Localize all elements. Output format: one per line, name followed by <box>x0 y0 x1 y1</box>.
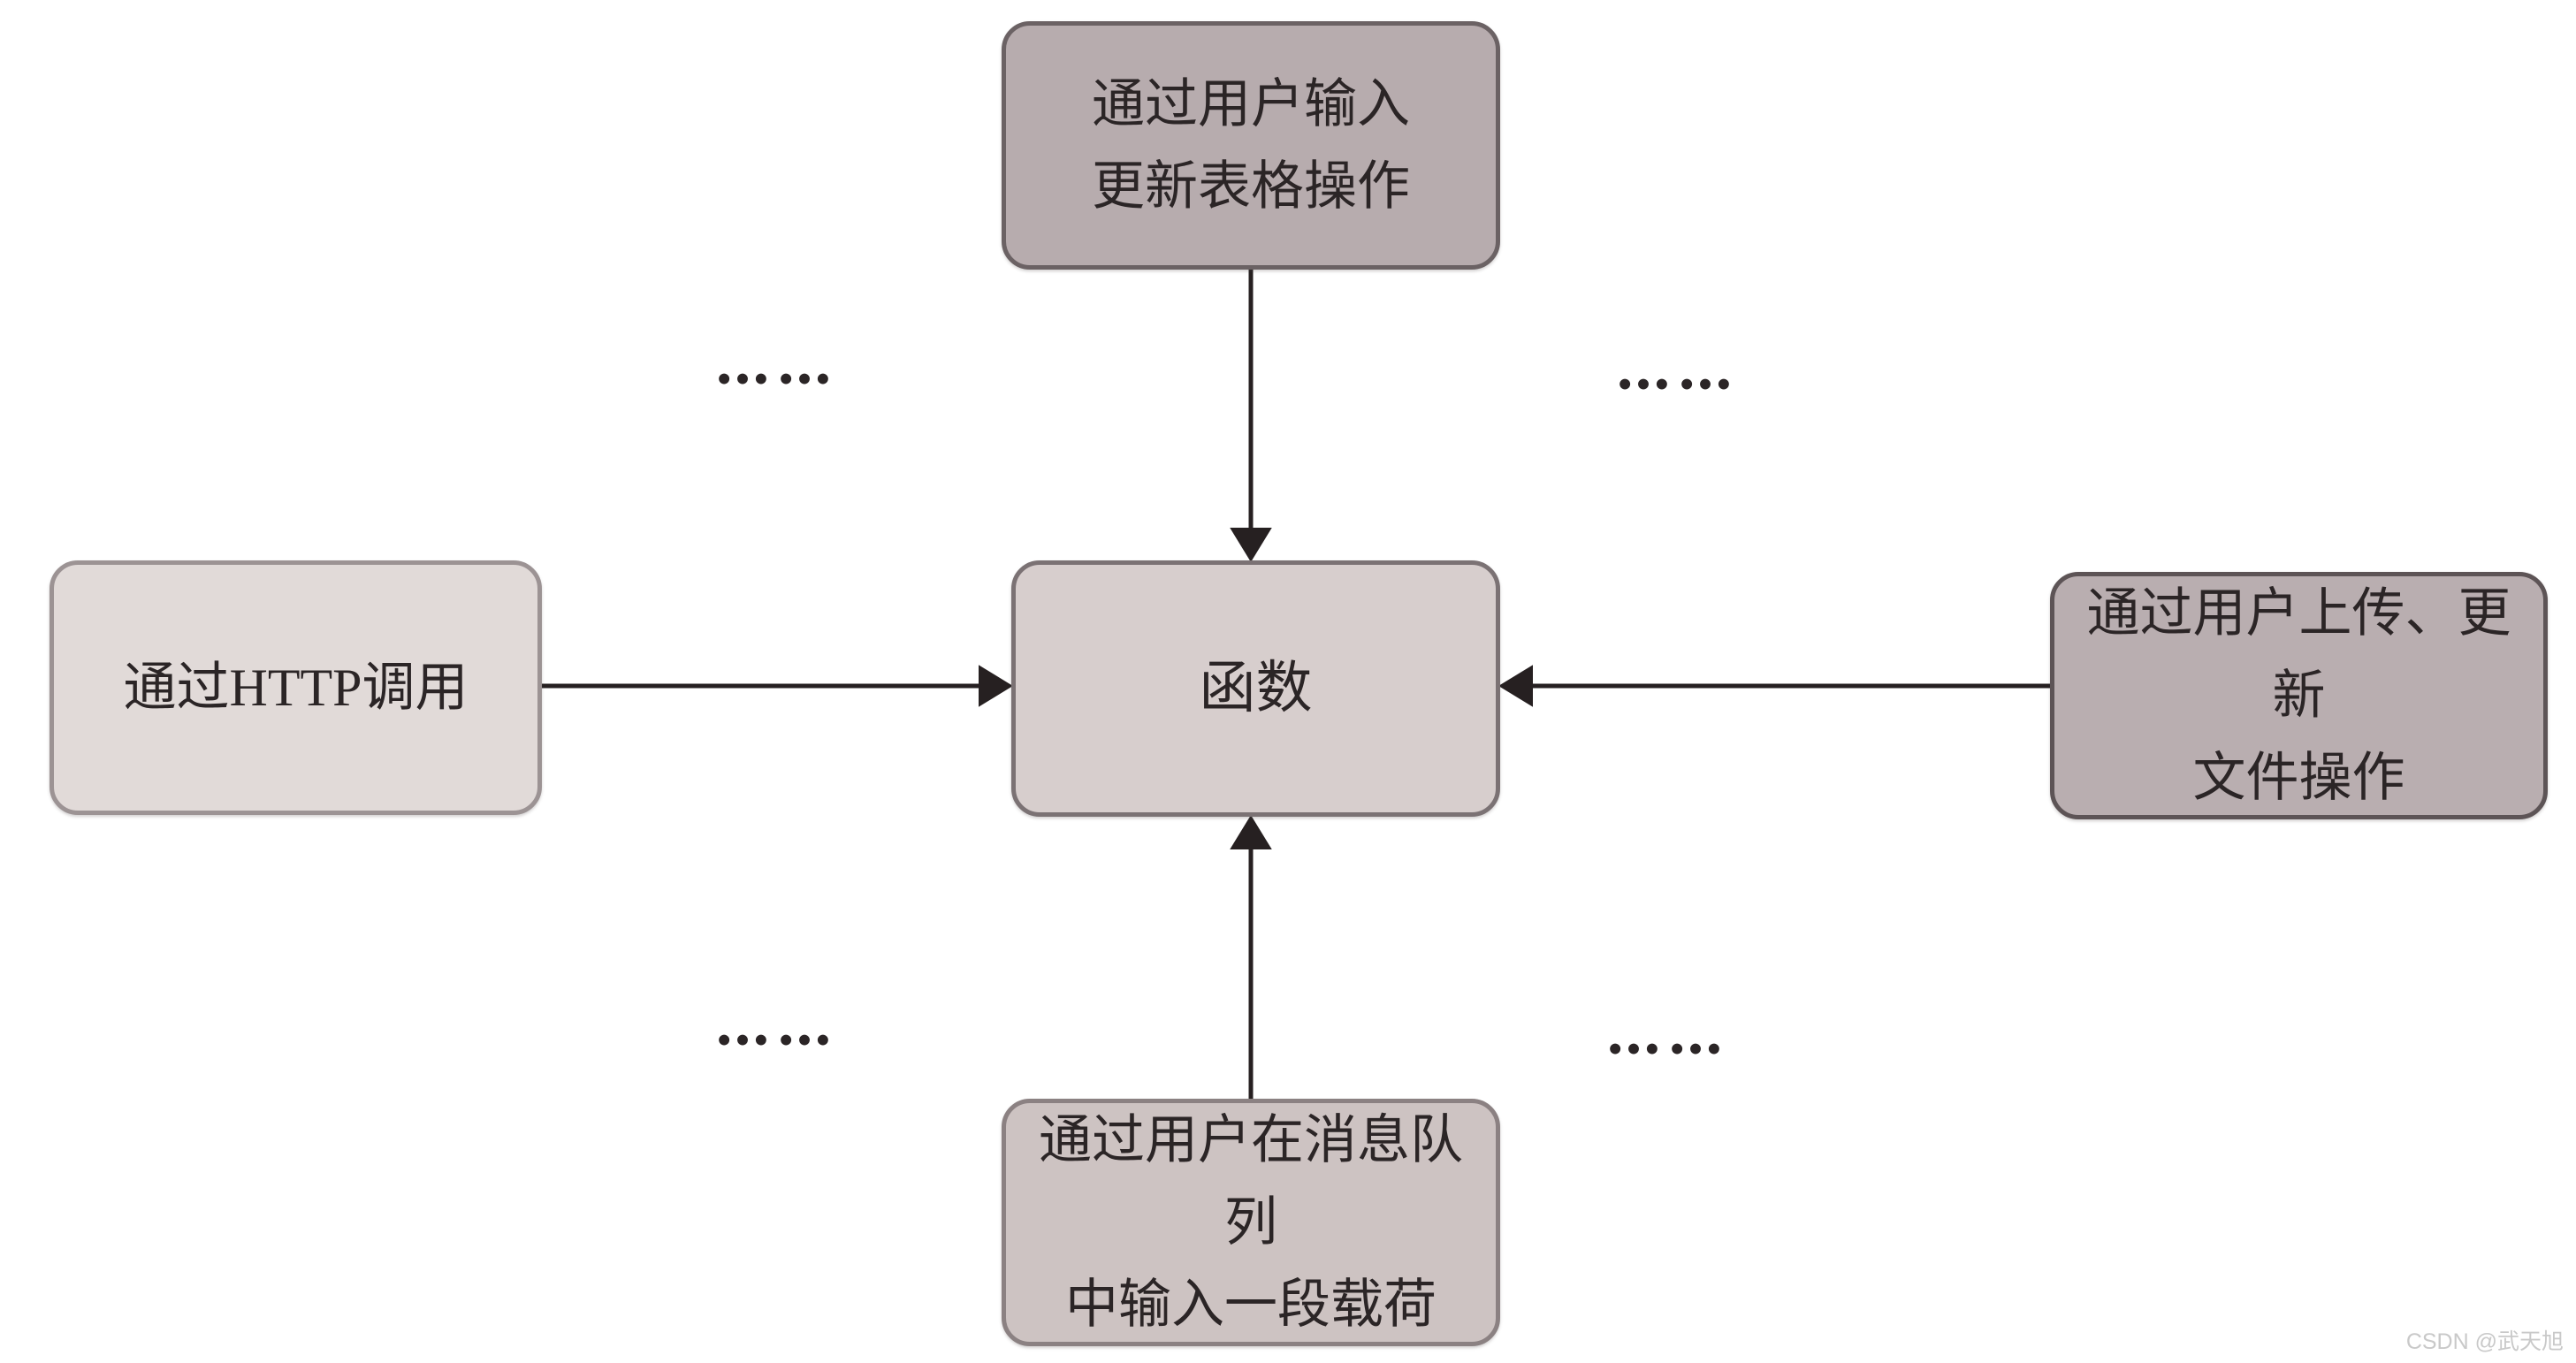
node-file-upload: 通过用户上传、更新 文件操作 <box>2050 572 2548 819</box>
node-http-call: 通过HTTP调用 <box>50 560 542 815</box>
arrow-right-to-center <box>1498 665 2050 707</box>
ellipsis-top-left: …… <box>714 331 838 398</box>
node-file-upload-label: 通过用户上传、更新 文件操作 <box>2086 583 2511 807</box>
node-http-call-label: 通过HTTP调用 <box>123 658 469 717</box>
node-function-label: 函数 <box>1199 657 1313 720</box>
node-update-table: 通过用户输入 更新表格操作 <box>1002 21 1500 270</box>
ellipsis-top-right: …… <box>1615 336 1739 403</box>
node-function: 函数 <box>1011 560 1500 817</box>
ellipsis-bottom-right: …… <box>1605 1001 1729 1068</box>
arrow-top-to-center <box>1230 268 1272 562</box>
arrow-left-to-center <box>542 665 1013 707</box>
arrow-bottom-to-center <box>1230 815 1272 1099</box>
ellipsis-bottom-left: …… <box>714 992 838 1059</box>
node-message-queue: 通过用户在消息队列 中输入一段载荷 <box>1002 1099 1500 1346</box>
node-message-queue-label: 通过用户在消息队列 中输入一段载荷 <box>1039 1110 1463 1334</box>
watermark: CSDN @武天旭 <box>2405 1329 2564 1354</box>
node-update-table-label: 通过用户输入 更新表格操作 <box>1092 74 1410 216</box>
